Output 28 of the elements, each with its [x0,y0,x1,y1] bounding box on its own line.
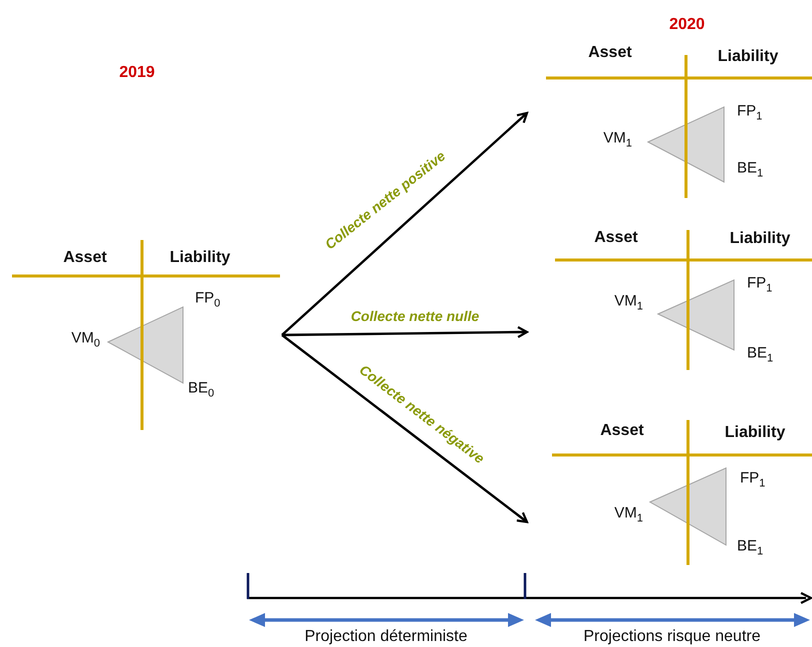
item-label: FP$_{1}$ [747,274,772,296]
item-label: VM$_{1}$ [614,292,643,314]
column-header: Liability [730,230,790,248]
item-label: VM$_{0}$ [71,330,100,350]
arrow [281,112,528,336]
period-label: Projections risque neutre [584,628,760,646]
year-label: 2019 [119,64,155,82]
item-label: VM$_{1}$ [603,130,632,150]
column-header: Asset [588,44,632,62]
item-label: VM$_{1}$ [614,504,643,526]
column-header: Liability [170,248,230,268]
period-label: Projection déterministe [304,628,468,646]
column-header: Asset [594,228,638,248]
arrow [281,334,528,524]
item-label: FP$_{1}$ [740,470,766,490]
column-header: Liability [724,424,786,442]
item-label: BE$_{1}$ [737,538,764,558]
column-header: Asset [63,248,107,268]
item-label: BE$_{1}$ [747,344,774,366]
column-header: Liability [718,48,778,66]
year-label: 2020 [669,16,705,34]
arrow [282,326,528,338]
edge-label: Collecte nette nulle [350,308,480,324]
item-label: FP$_{1}$ [737,102,762,124]
column-header: Asset [600,422,644,440]
item-label: BE$_{0}$ [188,380,214,400]
item-label: FP$_{0}$ [195,290,220,310]
item-label: BE$_{1}$ [737,160,764,180]
